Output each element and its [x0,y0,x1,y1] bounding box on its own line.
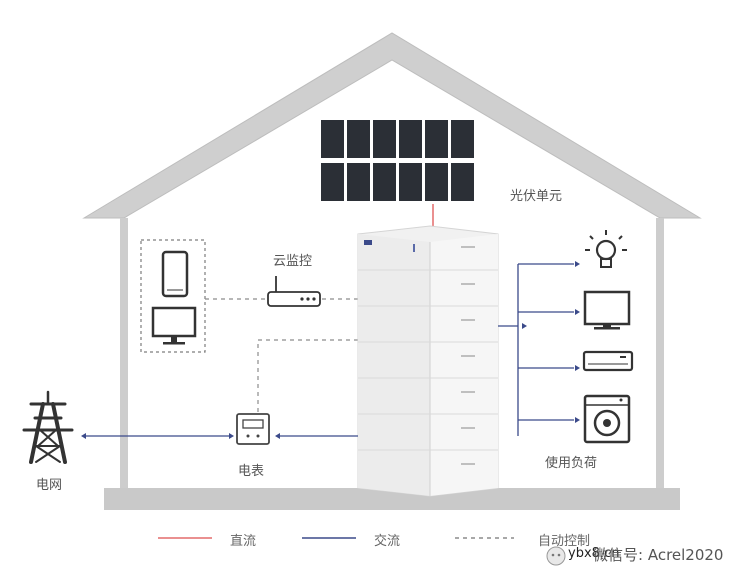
battery-storage-cabinet [357,225,499,497]
solar-cell [425,120,448,158]
cabinet-logo [364,240,372,245]
monitor-icon [151,306,197,345]
ac-lines-to-loads [498,263,574,436]
legend-ac-label: 交流 [374,534,401,549]
solar-cell [373,163,396,201]
solar-cell [347,163,370,201]
cloud-monitoring-label: 云监控 [273,254,313,269]
smartphone-icon [161,250,189,298]
cabinet-indicator [413,244,415,252]
solar-cell [399,120,422,158]
electric-meter-icon [236,413,270,445]
wechat-icon [546,546,566,566]
solar-cell [321,163,344,201]
control-lines [205,298,358,412]
solar-cell [373,120,396,158]
solar-cell [321,120,344,158]
pv-unit-label: 光伏单元 [510,189,563,204]
legend-control-label: 自动控制 [538,534,591,549]
solar-cell [451,163,474,201]
watermark-account: 微信号: Acrel2020 [593,546,724,564]
television-icon [583,290,631,330]
monitoring-devices-box [140,239,206,353]
solar-cell [451,120,474,158]
grid-arrowheads [81,433,280,439]
legend-dc-label: 直流 [230,534,257,549]
solar-cell [347,120,370,158]
air-conditioner-icon [582,350,634,372]
solar-cell [425,163,448,201]
watermark-site: ybx8.cn [568,546,620,561]
grid-label: 电网 [36,478,63,493]
ac-arrowheads [522,261,580,423]
router-icon [267,276,321,307]
house-outline [82,32,702,510]
solar-cell [399,163,422,201]
solar-panel-array [318,118,480,204]
light-bulb-icon [585,230,627,268]
washing-machine-icon [583,394,631,444]
loads-label: 使用负荷 [545,456,598,471]
power-tower-icon [22,390,74,464]
meter-label: 电表 [238,464,265,479]
